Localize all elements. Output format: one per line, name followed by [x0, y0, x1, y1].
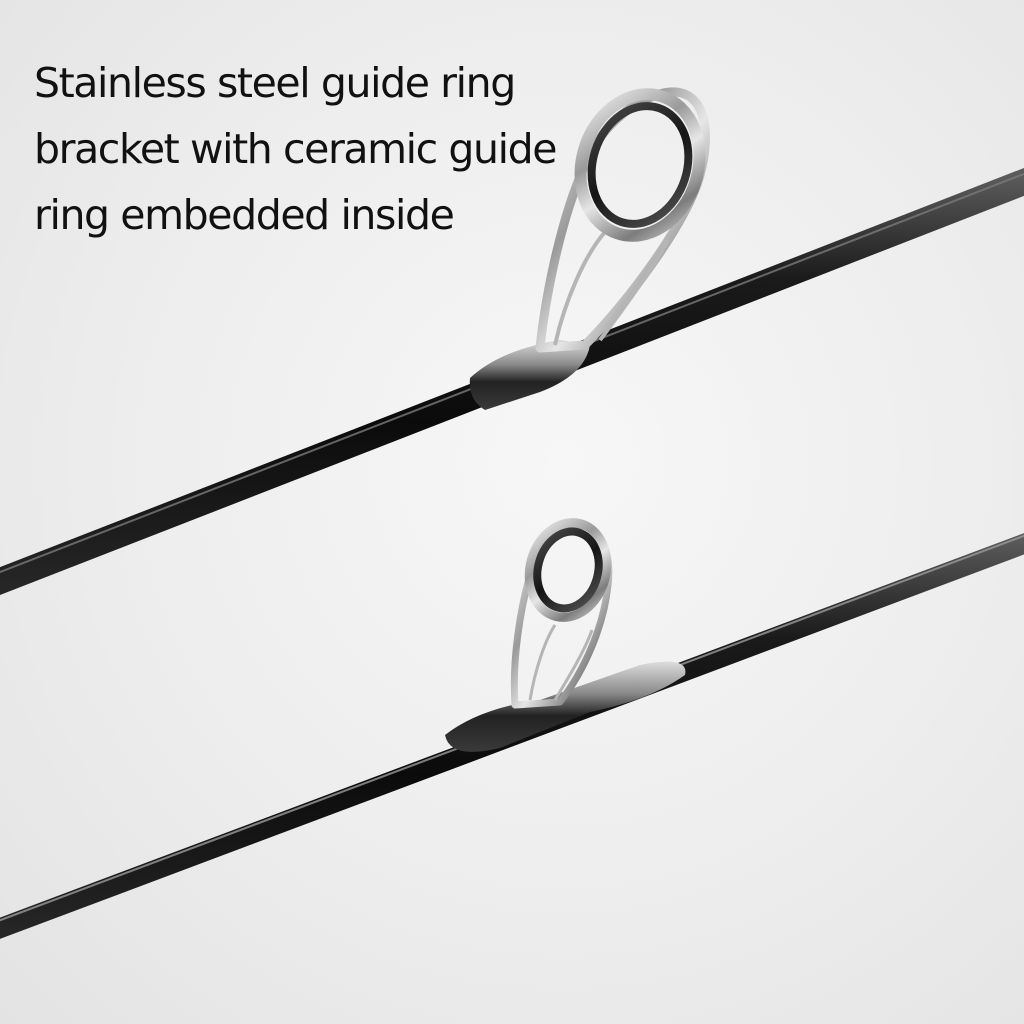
caption-line-3: ring embedded inside: [34, 191, 455, 239]
upper-guide-frame-inner: [553, 230, 670, 346]
caption-line-1: Stainless steel guide ring: [34, 59, 516, 107]
upper-guide-foot: [469, 340, 590, 410]
lower-guide-foot: [445, 661, 686, 752]
upper-ceramic-ring-icon: [587, 102, 693, 228]
upper-rod: [0, 87, 1024, 596]
caption-text: Stainless steel guide ring bracket with …: [34, 50, 654, 248]
caption-line-2: bracket with ceramic guide: [34, 125, 557, 173]
upper-guide-ring-frame: [574, 88, 706, 242]
lower-rod: [0, 518, 1024, 939]
lower-guide-frame-inner: [528, 624, 594, 701]
lower-ceramic-ring-icon: [533, 527, 603, 613]
lower-guide-ring-frame: [524, 518, 612, 622]
